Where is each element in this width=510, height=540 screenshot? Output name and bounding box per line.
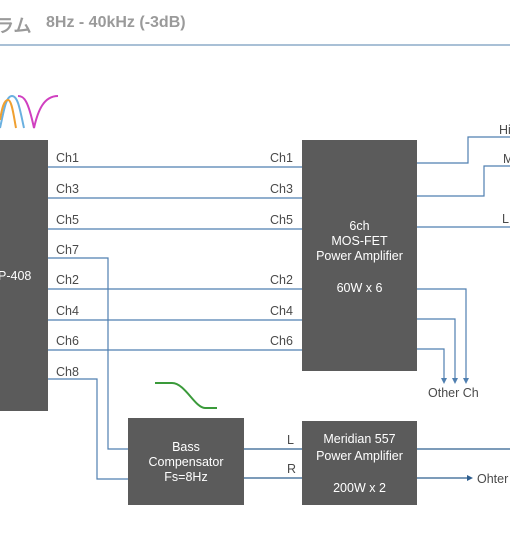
amp-line1: 6ch [349,219,369,233]
dsp-out-ch3: Ch3 [56,182,79,196]
amp-in-ch2: Ch2 [270,273,293,287]
amp-output-wires [417,136,510,384]
amp-in-ch5: Ch5 [270,213,293,227]
wire-out-ch6 [417,348,445,380]
crossover-filter-icon [0,94,59,129]
dsp-out-ch8: Ch8 [56,365,79,379]
meridian-in-l: L [287,433,294,447]
dsp-out-ch1: Ch1 [56,151,79,165]
header-title: ラム [0,16,32,36]
label-low: L [502,212,509,226]
label-hi: Hi [499,123,510,137]
filter-curve-magenta [17,95,59,129]
meridian-in-r: R [287,462,296,476]
dsp-out-ch5: Ch5 [56,213,79,227]
mosfet-amp-box [302,140,417,371]
header-bar: ラム 8Hz - 40kHz (-3dB) [0,0,510,46]
wire-out-mid [417,165,510,197]
dsp-box [0,140,48,411]
wire-out-ch4 [417,318,456,380]
bass-line2: Compensator [148,455,223,469]
meridian-line2: Power Amplifier [316,449,403,463]
wire-out-hi [417,136,510,164]
amp-in-ch3: Ch3 [270,182,293,196]
arrow-ch2 [463,378,469,384]
amp-power: 60W x 6 [337,281,383,295]
arrow-ch4 [452,378,458,384]
wire-ch8 [48,378,128,480]
bass-line1: Bass [172,440,200,454]
amp-line2: MOS-FET [331,234,388,248]
dsp-to-amp-wires [48,166,302,480]
amp-in-ch1: Ch1 [270,151,293,165]
arrow-meridian-out [467,475,473,481]
bass-line3: Fs=8Hz [164,470,207,484]
frequency-spec: 8Hz - 40kHz (-3dB) [46,14,186,31]
meridian-line1: Meridian 557 [323,432,395,446]
filter-curve-orange [0,98,17,129]
label-other-ch: Other Ch [428,386,479,400]
lowpass-curve-icon [155,382,217,409]
dsp-out-ch4: Ch4 [56,304,79,318]
amp-line3: Power Amplifier [316,249,403,263]
label-other-right: Ohter [477,472,508,486]
filter-curve-blue [0,94,25,129]
dsp-out-ch2: Ch2 [56,273,79,287]
dsp-label: P-408 [0,269,31,283]
amp-in-ch4: Ch4 [270,304,293,318]
bass-compensator-box [128,418,244,505]
meridian-amp-box [302,421,417,505]
meridian-power: 200W x 2 [333,481,386,495]
amp-in-ch6: Ch6 [270,334,293,348]
label-mid: M [503,152,510,166]
dsp-out-ch6: Ch6 [56,334,79,348]
dsp-out-ch7: Ch7 [56,243,79,257]
arrow-ch6 [441,378,447,384]
wire-ch7 [48,257,128,450]
wire-out-ch2 [417,288,467,380]
